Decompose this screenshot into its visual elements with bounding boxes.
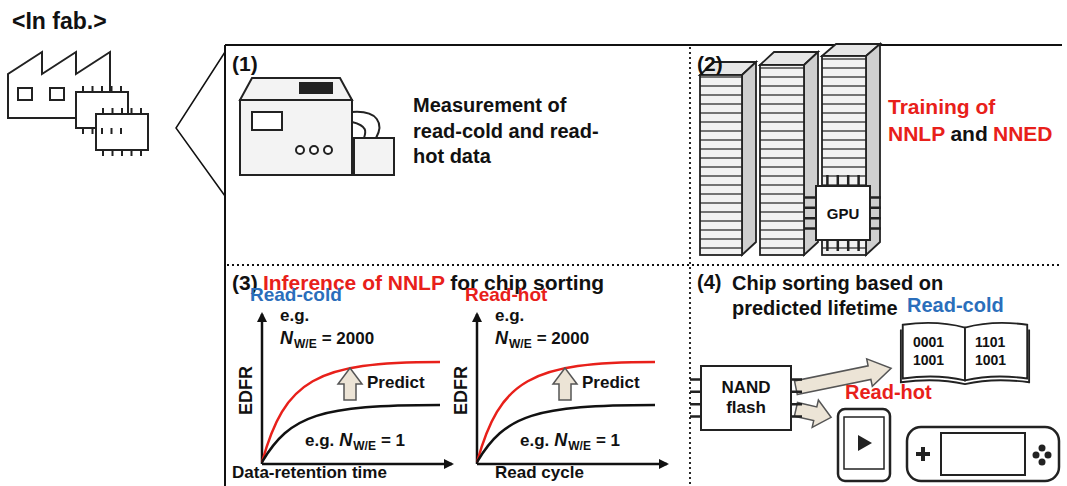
pin [121,108,123,156]
device-icon: Read-hot [835,405,1062,483]
step-panel: (1) Measurement of read-cold and read-hot… [225,45,690,265]
step-panel: (2) Training ofNNLPand NNED GPU [690,45,1062,265]
label-text: W/E [294,337,317,351]
node-text: (4) [697,271,721,293]
gpu-chip: GPU [815,185,871,241]
label-group: Data-retention time [232,463,387,483]
pin [102,108,104,156]
label-group: Read cycle [495,463,584,483]
node-text: (2) [697,52,723,75]
label-group: <In fab.> [12,8,107,35]
label-group: Read-cold [250,284,342,306]
text-block: Measurement of read-cold and read-hot da… [413,93,618,170]
pin [82,86,84,134]
node-text: GPU [827,205,860,222]
node-text: Read-cold [907,294,1004,316]
node-text: Measurement of read-cold and read-hot da… [413,93,618,170]
label-group: EDFR [451,364,472,418]
measurement-instrument [240,78,394,175]
pin [690,379,802,416]
label-text: e.g. [495,306,524,325]
pin [131,108,133,156]
text-block: 0001 1001 [913,334,957,369]
label-text: Predict [367,373,425,392]
text-block: 1101 1001 [975,334,1019,369]
node-text: (1) [232,52,258,75]
node-text: and [950,122,987,145]
label-text: Predict [582,373,640,392]
label-text: e.g. [305,431,334,450]
label-group: NW/E = 2000 [280,328,374,351]
node-text: Read-hot [845,381,932,403]
label-text: N [339,430,352,450]
pin [112,108,114,156]
text-block: (1) [232,52,258,76]
node-text: NNLP [888,122,945,145]
panel-frame [176,45,1062,486]
node-text: NAND flash [702,378,790,417]
label-text: Read-hot [465,284,547,305]
label-text: W/E [353,439,376,453]
device-icon-drawing [835,405,1062,483]
pin [140,108,142,156]
label-text: EDFR [451,366,471,415]
label-text: Data-retention time [232,463,387,482]
text-block: GPU [817,187,869,239]
label-text: EDFR [236,366,256,415]
label-text: = 1 [596,431,620,450]
label-group: e.g. NW/E = 1 [520,430,620,453]
book-icon: Read-cold0001 10011101 1001 [895,320,1035,386]
label-text: N [554,430,567,450]
label-group: e.g. NW/E = 1 [305,430,405,453]
label-group: e.g. [495,306,524,326]
text-block: Read-cold [907,294,1004,317]
label-text: Read cycle [495,463,584,482]
label-text: <In fab.> [12,8,107,34]
label-text: N [280,328,293,348]
label-text: W/E [509,337,532,351]
label-group: EDFR [236,364,257,418]
label-group: Predict [367,373,425,393]
label-text: Read-cold [250,284,342,305]
label-group: Read-hot [465,284,547,306]
server-racks [700,44,880,255]
label-group: Predict [582,373,640,393]
node-text: NNED [993,122,1053,145]
chip-pins [83,86,141,156]
pin [92,86,94,134]
node-text: 1101 1001 [975,334,1019,369]
label-text: e.g. [520,431,549,450]
label-text: W/E [568,439,591,453]
label-text: e.g. [280,306,309,325]
text-block: (2) [697,52,723,76]
text-block: (4) [697,271,721,294]
pin [805,175,881,251]
step-panel: (4)Chip sorting based on predicted lifet… [690,265,1067,486]
graph-read-cold [262,314,452,464]
node-text: Training of [888,93,1060,120]
factory-icon [8,52,148,150]
label-group: NW/E = 2000 [495,328,589,351]
nand-chip: NAND flash [700,365,792,431]
text-block: Read-hot [845,381,932,404]
text-block: Training ofNNLPand NNED [888,93,1060,148]
label-text: = 2000 [537,329,589,348]
graph-read-hot [477,314,667,464]
label-text: = 2000 [322,329,374,348]
label-group: e.g. [280,306,309,326]
node-text: 0001 1001 [913,334,957,369]
text-block: NAND flash [702,367,790,429]
label-text: N [495,328,508,348]
label-text: = 1 [381,431,405,450]
